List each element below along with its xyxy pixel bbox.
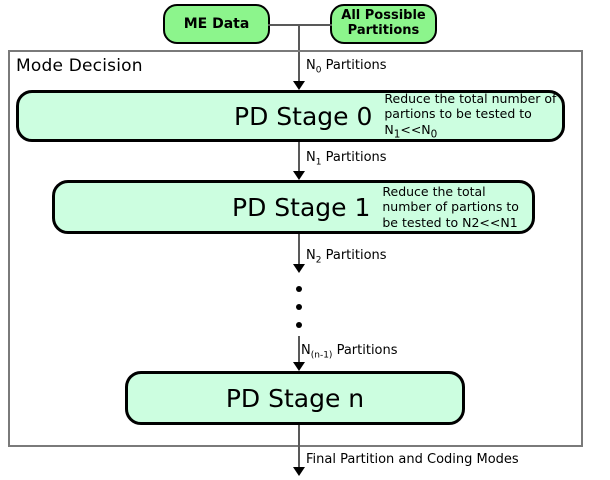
node-pd-stage-0-note: Reduce the total number of partions to b… xyxy=(384,90,557,141)
ellipsis-dot xyxy=(296,304,302,310)
connector-stagen-to-output xyxy=(298,425,300,471)
connector-ellipsis-to-stagen xyxy=(298,336,300,366)
arrowhead-to-stage0 xyxy=(293,81,305,90)
node-pd-stage-n: PD Stage n xyxy=(125,371,465,425)
connector-sources-to-stage0 xyxy=(298,24,300,85)
node-pd-stage-1-title: PD Stage 1 xyxy=(232,192,371,222)
node-pd-stage-1: PD Stage 1 Reduce the total number of pa… xyxy=(52,180,535,234)
connector-sources-horizontal xyxy=(268,24,332,26)
arrowhead-to-stage1 xyxy=(293,171,305,180)
node-pd-stage-0-title: PD Stage 0 xyxy=(234,101,373,131)
mode-decision-label: Mode Decision xyxy=(16,56,143,76)
arrowhead-to-ellipsis xyxy=(293,264,305,273)
connector-stage1-to-ellipsis xyxy=(298,234,300,268)
arrowhead-to-stagen xyxy=(293,362,305,371)
edge-label-final: Final Partition and Coding Modes xyxy=(306,452,519,467)
ellipsis-dot xyxy=(296,322,302,328)
node-me-data-label: ME Data xyxy=(183,15,250,32)
edge-label-n1: N1 Partitions xyxy=(306,150,387,168)
arrowhead-to-output xyxy=(293,467,305,476)
connector-stage0-to-stage1 xyxy=(298,142,300,175)
node-pd-stage-n-title: PD Stage n xyxy=(225,383,365,413)
node-pd-stage-1-note: Reduce the total number of partions to b… xyxy=(382,183,519,230)
ellipsis-dot xyxy=(296,286,302,292)
node-pd-stage-0: PD Stage 0 Reduce the total number of pa… xyxy=(16,90,565,142)
node-me-data: ME Data xyxy=(163,4,270,44)
edge-label-n2: N2 Partitions xyxy=(306,248,387,266)
edge-label-n0: N0 Partitions xyxy=(306,58,387,76)
mode-decision-container xyxy=(8,50,583,447)
edge-label-nn1: N(n-1) Partitions xyxy=(301,343,398,361)
